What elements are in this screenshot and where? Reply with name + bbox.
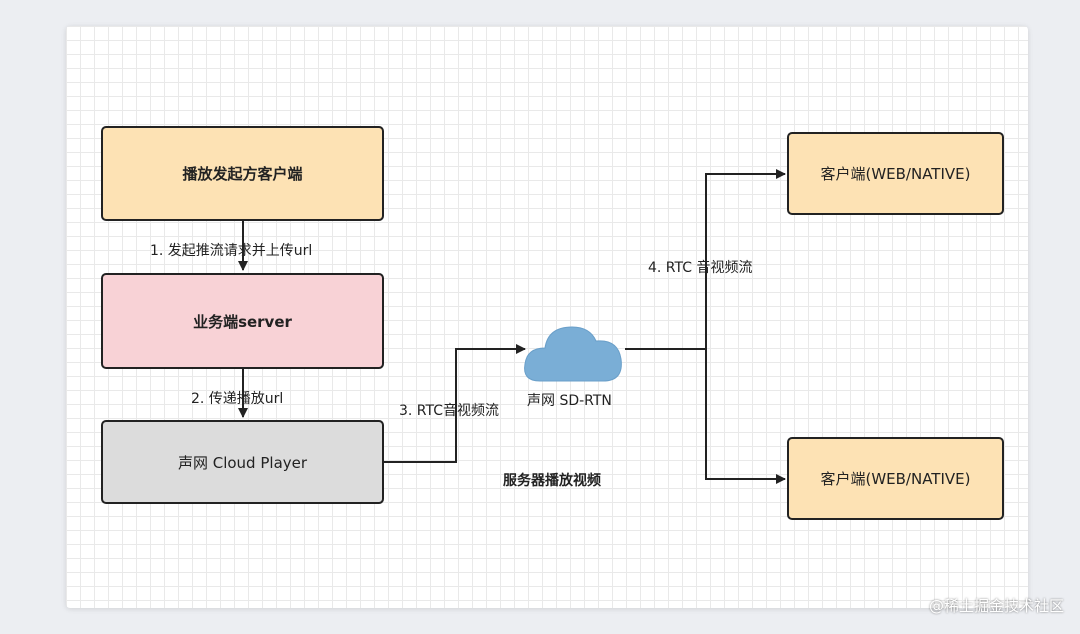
business-server-label: 业务端server: [193, 312, 292, 331]
initiator-client-box: 播放发起方客户端: [101, 126, 384, 221]
step3-label: 3. RTC音视频流: [399, 403, 500, 419]
client-bottom-label: 客户端(WEB/NATIVE): [820, 470, 971, 488]
cloud-icon: [524, 326, 622, 382]
cloud-player-label: 声网 Cloud Player: [177, 453, 308, 472]
step4-label: 4. RTC 音视频流: [648, 260, 753, 276]
client-top-label: 客户端(WEB/NATIVE): [820, 165, 971, 183]
step1-label: 1. 发起推流请求并上传url: [150, 243, 313, 259]
cloud-player-box: 声网 Cloud Player: [101, 420, 384, 504]
edge-step4-bottom: [705, 349, 786, 484]
diagram-caption: 服务器播放视频: [503, 473, 601, 489]
diagram-canvas: [66, 26, 1028, 608]
business-server-box: 业务端server: [101, 273, 384, 369]
initiator-client-label: 播放发起方客户端: [182, 165, 303, 183]
edge-step4-top: [625, 169, 786, 350]
sdrtn-label: 声网 SD-RTN: [527, 393, 612, 409]
client-box-top: 客户端(WEB/NATIVE): [787, 132, 1004, 215]
step2-label: 2. 传递播放url: [191, 391, 284, 407]
edge-step3: [384, 344, 526, 463]
watermark: @稀土掘金技术社区: [928, 597, 1064, 615]
client-box-bottom: 客户端(WEB/NATIVE): [787, 437, 1004, 520]
